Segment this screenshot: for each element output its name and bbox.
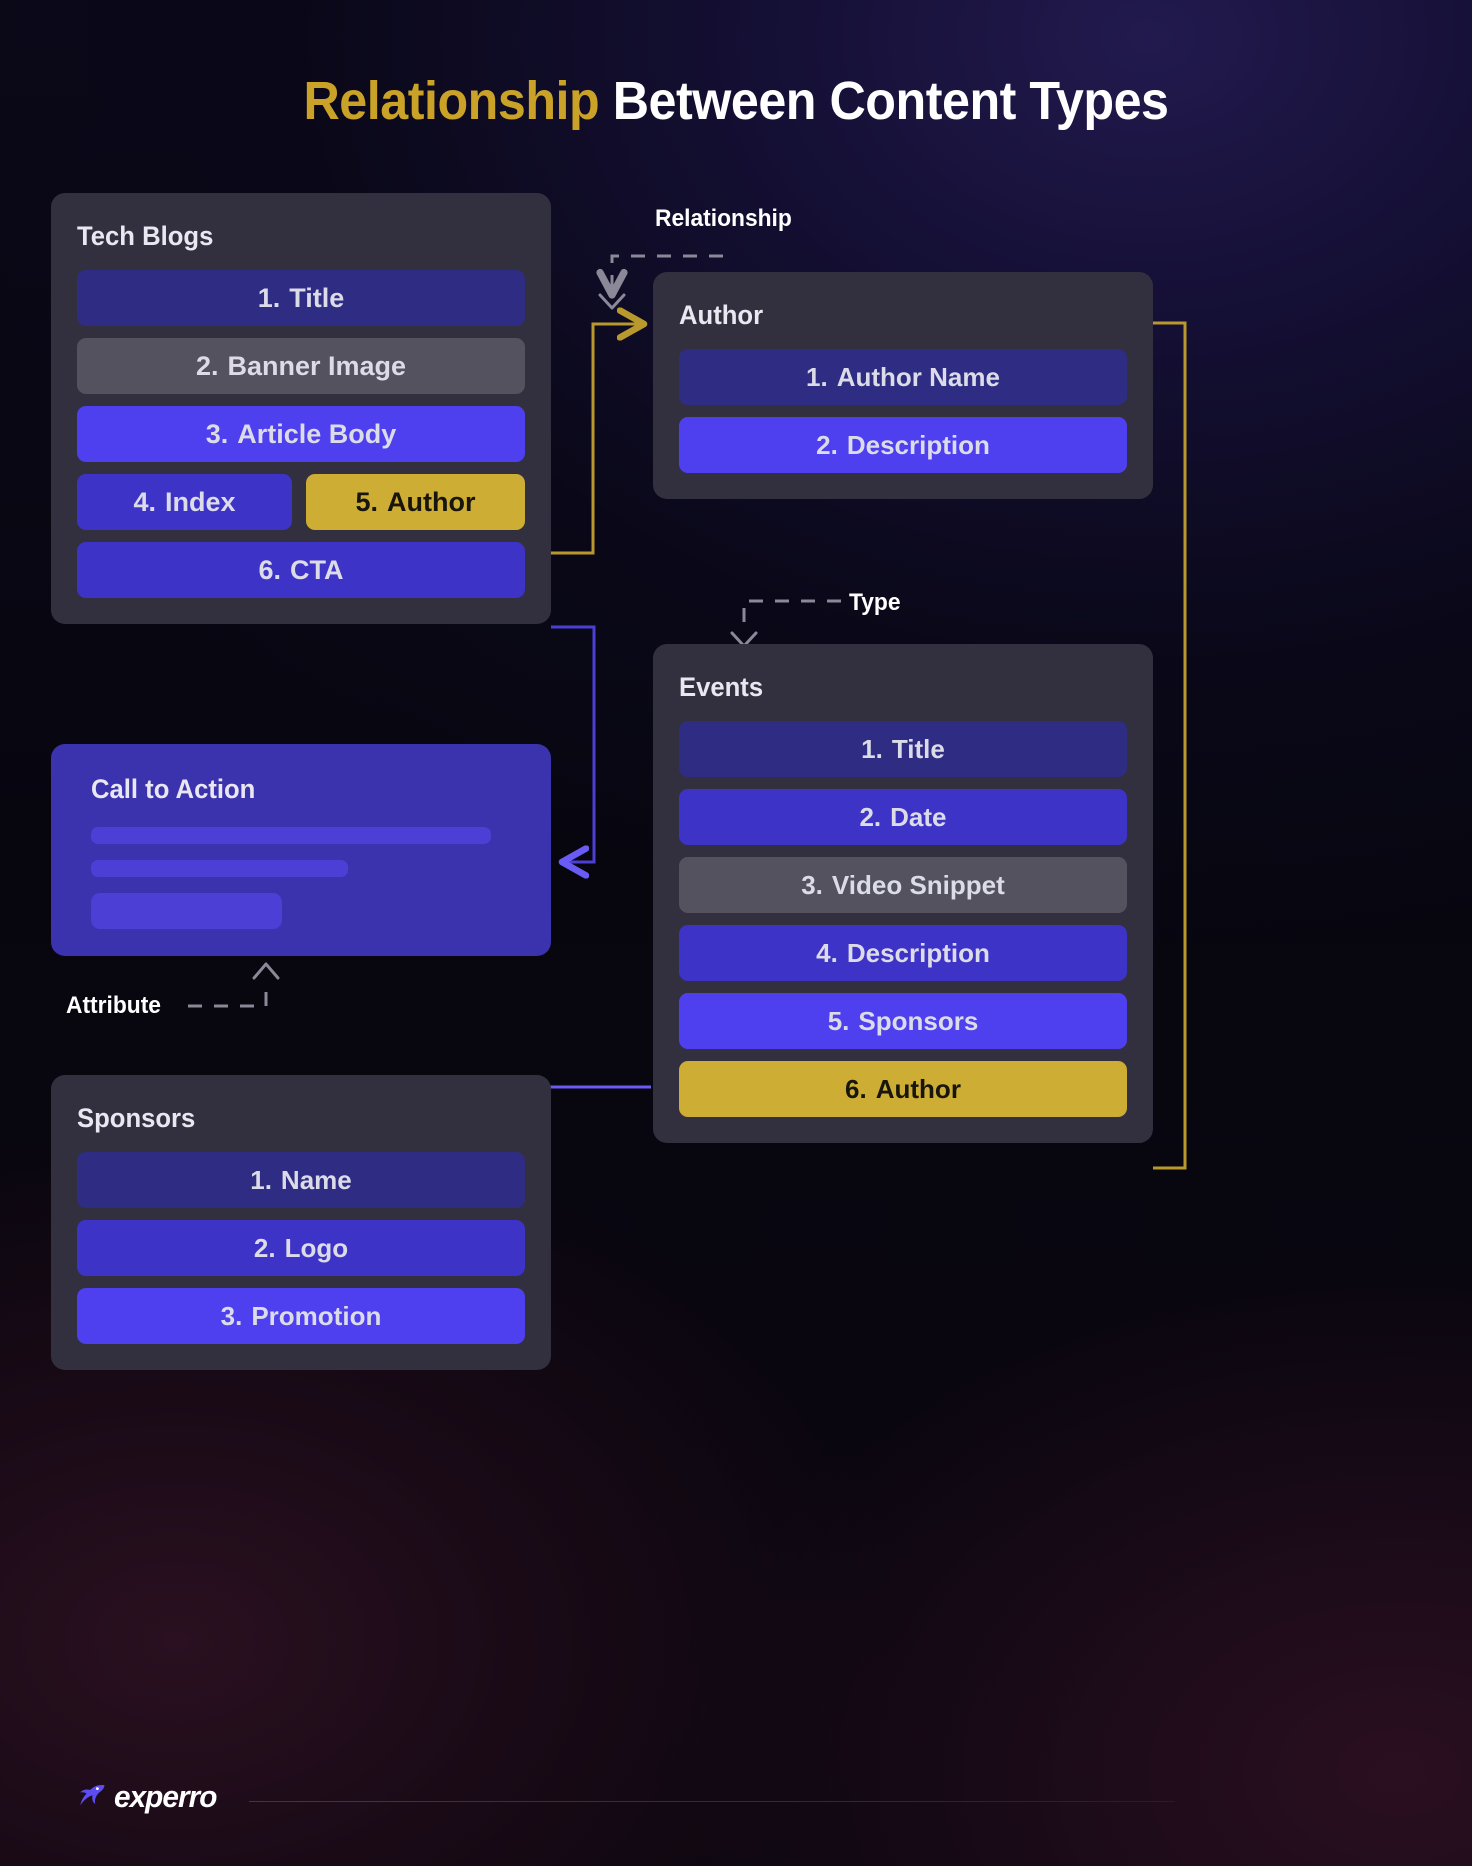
- card-call-to-action[interactable]: Call to Action: [51, 744, 551, 956]
- field-row-cta[interactable]: 6. CTA: [77, 542, 525, 598]
- footer-divider: [249, 1801, 1175, 1802]
- field-row-date[interactable]: 2. Date: [679, 789, 1127, 845]
- field-row-title[interactable]: 1. Title: [77, 270, 525, 326]
- field-row-author-name[interactable]: 1. Author Name: [679, 349, 1127, 405]
- field-number: 5.: [355, 486, 379, 517]
- card-events[interactable]: Events 1. Title 2. Date 3. Video Snippet…: [653, 644, 1153, 1143]
- field-row-index[interactable]: 4. Index: [77, 474, 292, 530]
- field-number: 1.: [257, 282, 281, 313]
- card-call-to-action-title: Call to Action: [91, 774, 256, 804]
- field-row-sponsors[interactable]: 5. Sponsors: [679, 993, 1127, 1049]
- field-row-description[interactable]: 4. Description: [679, 925, 1127, 981]
- page-title-highlight: Relationship: [303, 71, 600, 131]
- field-number: 2.: [816, 429, 838, 460]
- card-tech-blogs[interactable]: Tech Blogs 1. Title 2. Banner Image 3. A…: [51, 193, 551, 624]
- field-row-description[interactable]: 2. Description: [679, 417, 1127, 473]
- field-row-author[interactable]: 5. Author: [306, 474, 525, 530]
- field-number: 2.: [253, 1232, 276, 1263]
- field-number: 2.: [859, 801, 882, 832]
- page-title-rest: Between Content Types: [599, 71, 1169, 131]
- field-number: 4.: [816, 937, 838, 968]
- field-label: Promotion: [251, 1300, 382, 1331]
- card-sponsors[interactable]: Sponsors 1. Name 2. Logo 3. Promotion: [51, 1075, 551, 1370]
- card-tech-blogs-title: Tech Blogs: [77, 221, 214, 251]
- card-sponsors-title: Sponsors: [77, 1103, 196, 1133]
- field-number: 6.: [258, 554, 282, 585]
- field-row-banner-image[interactable]: 2. Banner Image: [77, 338, 525, 394]
- annotation-label-type: Type: [849, 589, 901, 616]
- field-label: Logo: [284, 1232, 349, 1263]
- field-row-article-body[interactable]: 3. Article Body: [77, 406, 525, 462]
- experro-logo[interactable]: experro: [78, 1779, 221, 1815]
- field-label: Video Snippet: [831, 869, 1005, 900]
- field-row-video-snippet[interactable]: 3. Video Snippet: [679, 857, 1127, 913]
- field-label: CTA: [290, 554, 344, 585]
- field-number: 6.: [845, 1073, 867, 1104]
- field-label: Sponsors: [858, 1005, 979, 1036]
- field-label: Author: [387, 486, 476, 517]
- page-title: Relationship Between Content Types: [52, 70, 1421, 132]
- field-label: Author Name: [836, 361, 1000, 392]
- field-row-title[interactable]: 1. Title: [679, 721, 1127, 777]
- field-row-logo[interactable]: 2. Logo: [77, 1220, 525, 1276]
- field-row-promotion[interactable]: 3. Promotion: [77, 1288, 525, 1344]
- cta-placeholder-line-1: [91, 827, 491, 844]
- cta-placeholder-button: [91, 893, 282, 929]
- field-label: Description: [846, 429, 990, 460]
- field-number: 2.: [195, 350, 219, 381]
- field-row-pair: 4. Index 5. Author: [77, 474, 525, 530]
- field-label: Banner Image: [227, 350, 407, 381]
- field-number: 1.: [250, 1164, 272, 1195]
- field-row-name[interactable]: 1. Name: [77, 1152, 525, 1208]
- field-number: 1.: [806, 361, 828, 392]
- field-label: Title: [891, 733, 945, 764]
- card-events-title: Events: [679, 672, 764, 702]
- field-label: Description: [846, 937, 990, 968]
- field-number: 3.: [220, 1300, 243, 1331]
- field-row-author[interactable]: 6. Author: [679, 1061, 1127, 1117]
- field-number: 5.: [827, 1005, 850, 1036]
- field-number: 1.: [861, 733, 883, 764]
- experro-wordmark: experro: [114, 1779, 217, 1814]
- field-label: Index: [165, 486, 236, 517]
- annotation-label-relationship: Relationship: [655, 205, 792, 232]
- field-label: Article Body: [237, 418, 397, 449]
- bird-icon: [80, 1784, 105, 1806]
- field-number: 3.: [801, 869, 823, 900]
- cta-placeholder-line-2: [91, 860, 348, 877]
- field-number: 4.: [133, 486, 156, 517]
- annotation-label-attribute: Attribute: [66, 992, 161, 1019]
- card-author-title: Author: [679, 300, 764, 330]
- field-label: Date: [890, 801, 947, 832]
- card-author[interactable]: Author 1. Author Name 2. Description: [653, 272, 1153, 499]
- field-label: Name: [280, 1164, 352, 1195]
- field-label: Author: [875, 1073, 961, 1104]
- field-label: Title: [289, 282, 345, 313]
- field-number: 3.: [205, 418, 229, 449]
